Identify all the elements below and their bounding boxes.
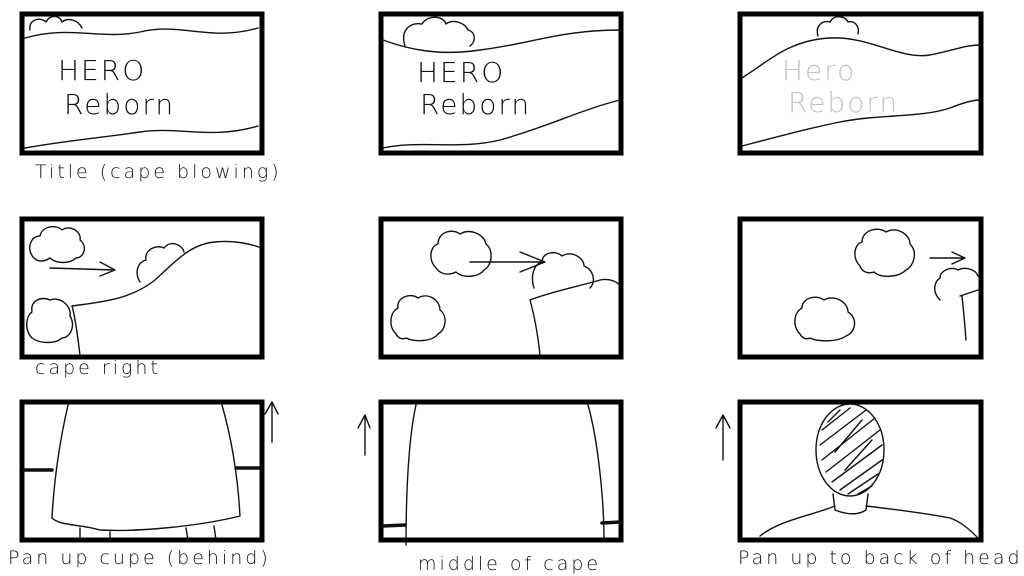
arrow-right-icon	[49, 261, 116, 277]
caption-panel-1: Title (cape blowing)	[35, 161, 282, 183]
cloud	[26, 297, 74, 344]
cape-wave-top	[382, 29, 621, 54]
caption-panel-4: cape right	[35, 357, 161, 379]
panel-9-back-of-head	[715, 399, 984, 543]
cape-wave-bottom	[382, 99, 621, 149]
caption-panel-8: middle of cape	[418, 553, 601, 575]
title-hero: HERO	[58, 54, 146, 87]
panel-4-cape-right	[19, 216, 265, 360]
panel-8-middle-of-cape	[357, 399, 624, 546]
arrow-up-icon	[264, 401, 279, 443]
panel-5	[378, 216, 624, 360]
belt-line	[381, 520, 622, 528]
title-reborn-faded: Reborn	[788, 86, 899, 119]
cloud	[390, 294, 446, 342]
cape-wave-bottom	[741, 99, 981, 147]
title-hero: HERO	[417, 56, 505, 89]
arrow-right-icon	[469, 251, 546, 273]
panel-6	[737, 216, 984, 360]
panel-3-title: Hero Reborn	[737, 11, 984, 156]
head	[815, 403, 885, 497]
cape-shape	[529, 278, 621, 356]
hair-scribble	[819, 407, 883, 495]
cape-wave-bottom	[24, 125, 259, 149]
neck-shoulders	[759, 493, 979, 539]
panel-2-title: HERO Reborn	[378, 11, 624, 156]
title-reborn: Reborn	[420, 88, 531, 121]
arrow-up-icon	[715, 414, 731, 461]
cape-wave-top	[741, 37, 981, 79]
cloud	[430, 230, 492, 277]
cloud	[816, 16, 860, 37]
cloud	[136, 242, 185, 283]
cape-shape	[71, 240, 263, 356]
title-hero-faded: Hero	[782, 54, 856, 87]
cape-edge-left	[405, 404, 417, 546]
cloud	[934, 267, 979, 301]
panel-7-pan-up-cape	[19, 399, 279, 543]
cape-shape	[959, 289, 979, 341]
cloud	[794, 296, 856, 342]
cloud	[29, 15, 83, 31]
cape-edge-right	[587, 404, 605, 541]
belt-line	[22, 466, 262, 472]
cloud	[403, 16, 475, 47]
title-reborn: Reborn	[64, 88, 175, 121]
cape-wave-top	[24, 27, 259, 39]
cape-shape	[51, 404, 241, 532]
legs	[79, 525, 217, 541]
panel-1-title: HERO Reborn	[19, 11, 265, 156]
cloud	[29, 225, 86, 264]
arrow-up-icon	[357, 414, 371, 456]
caption-panel-9: Pan up to back of head	[738, 547, 1023, 569]
arrow-right-icon	[929, 251, 966, 265]
cloud	[854, 228, 916, 277]
caption-panel-7: Pan up cupe (behind)	[8, 547, 271, 569]
